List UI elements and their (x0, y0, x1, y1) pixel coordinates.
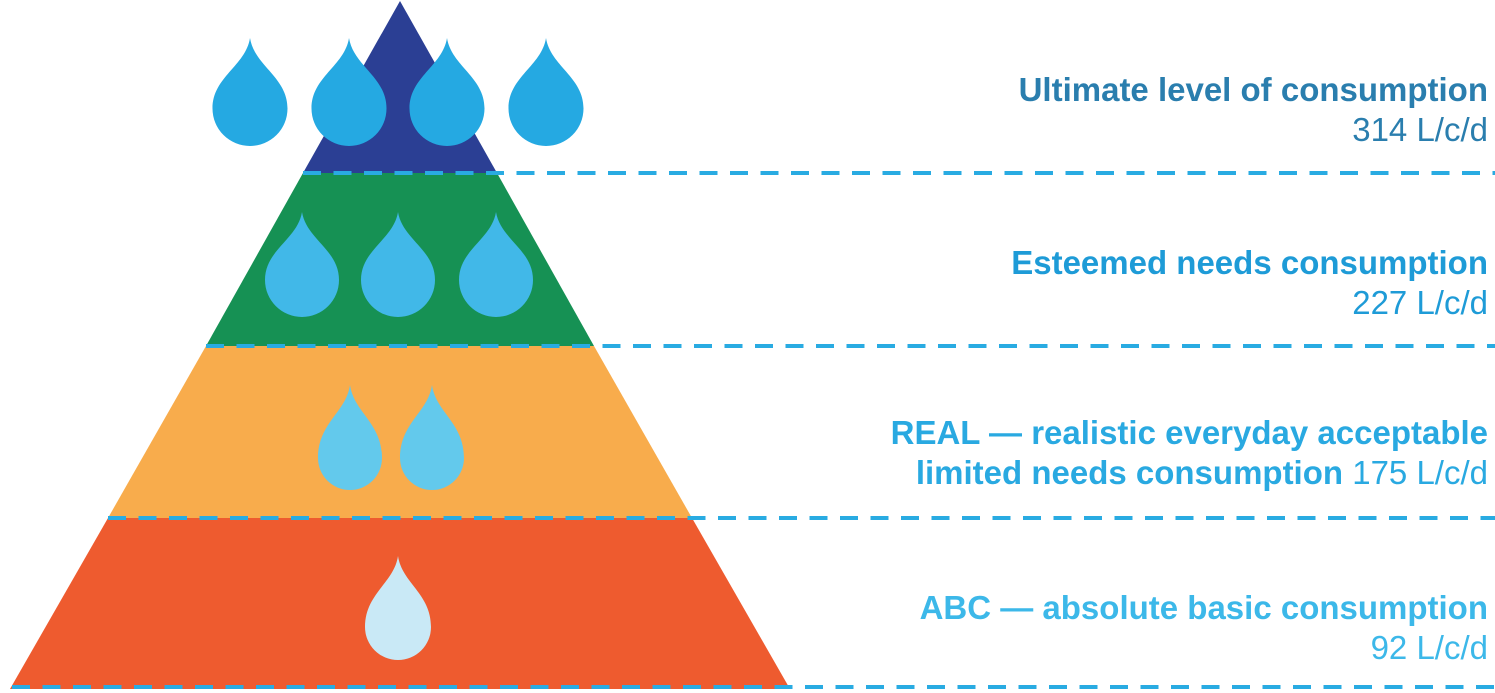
tier-real (108, 346, 692, 518)
label-abc-value: 92 L/c/d (1370, 629, 1488, 666)
label-real-value: 175 L/c/d (1352, 454, 1488, 491)
water-drop-icon (459, 212, 533, 317)
label-esteemed: Esteemed needs consumption 227 L/c/d (1011, 243, 1488, 323)
water-drop-icon (318, 385, 382, 490)
label-ultimate: Ultimate level of consumption 314 L/c/d (1019, 70, 1488, 150)
water-drop-icon (508, 38, 584, 146)
label-abc-title: ABC — absolute basic consumption (919, 589, 1488, 626)
water-drop-icon (361, 212, 435, 317)
label-real: REAL — realistic everyday acceptable lim… (891, 413, 1488, 493)
label-esteemed-title: Esteemed needs consumption (1011, 244, 1488, 281)
label-real-line2: limited needs consumption 175 L/c/d (891, 453, 1488, 493)
water-drops-group (212, 38, 584, 660)
water-drop-icon (311, 38, 387, 146)
water-drop-icon (265, 212, 339, 317)
label-real-title-line1: REAL — realistic everyday acceptable (890, 414, 1488, 451)
water-drop-icon (400, 385, 464, 490)
water-drop-icon (365, 556, 431, 660)
water-drop-icon (409, 38, 485, 146)
label-esteemed-value: 227 L/c/d (1352, 284, 1488, 321)
label-real-title-line2: limited needs consumption (915, 454, 1344, 491)
label-abc: ABC — absolute basic consumption 92 L/c/… (920, 588, 1488, 668)
water-drop-icon (212, 38, 288, 146)
label-ultimate-value: 314 L/c/d (1352, 111, 1488, 148)
label-ultimate-title: Ultimate level of consumption (1018, 71, 1488, 108)
